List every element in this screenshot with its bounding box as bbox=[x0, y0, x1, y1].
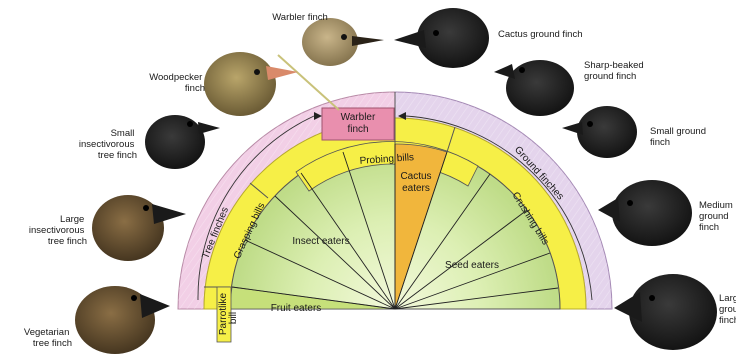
medium-ground-finch-label: Medium ground finch bbox=[699, 200, 735, 233]
large-insectivorous-finch-label: Large insectivorous tree finch bbox=[29, 214, 87, 247]
cactus-ground-finch-image bbox=[394, 8, 489, 68]
vegetarian-finch-image bbox=[75, 286, 170, 354]
woodpecker-finch-label: Woodpecker finch bbox=[149, 72, 205, 94]
small-insectivorous-finch-label: Small insectivorous tree finch bbox=[79, 128, 137, 161]
warbler-finch-label: Warbler finch bbox=[272, 12, 328, 23]
warbler-box-label: Warbler bbox=[341, 112, 376, 123]
medium-ground-finch-image bbox=[598, 180, 692, 246]
small-ground-finch-label: Small ground finch bbox=[650, 126, 709, 148]
small-ground-finch-image bbox=[562, 106, 637, 158]
fruit-eaters-label: Fruit eaters bbox=[271, 303, 322, 314]
cactus-ground-finch-label: Cactus ground finch bbox=[498, 29, 583, 40]
cactus-eaters-label-2: eaters bbox=[402, 183, 430, 194]
parrotlike-label-2: bill bbox=[228, 312, 239, 324]
svg-text:finch: finch bbox=[347, 124, 368, 135]
sharp-beaked-finch-label: Sharp-beaked ground finch bbox=[584, 60, 646, 82]
large-ground-finch-image bbox=[614, 274, 717, 350]
seed-eaters-label: Seed eaters bbox=[445, 260, 499, 271]
warbler-finch-image bbox=[302, 18, 384, 66]
insect-eaters-label: Insect eaters bbox=[292, 236, 349, 247]
cactus-eaters-label: Cactus bbox=[400, 171, 431, 182]
large-insectivorous-finch-image bbox=[92, 195, 186, 261]
vegetarian-finch-label: Vegetarian tree finch bbox=[24, 327, 72, 349]
sharp-beaked-finch-image bbox=[494, 60, 574, 116]
warbler-box-label-2: finch bbox=[347, 124, 368, 135]
small-insectivorous-finch-image bbox=[145, 115, 220, 169]
large-ground-finch-label: Large ground finch bbox=[719, 293, 736, 326]
